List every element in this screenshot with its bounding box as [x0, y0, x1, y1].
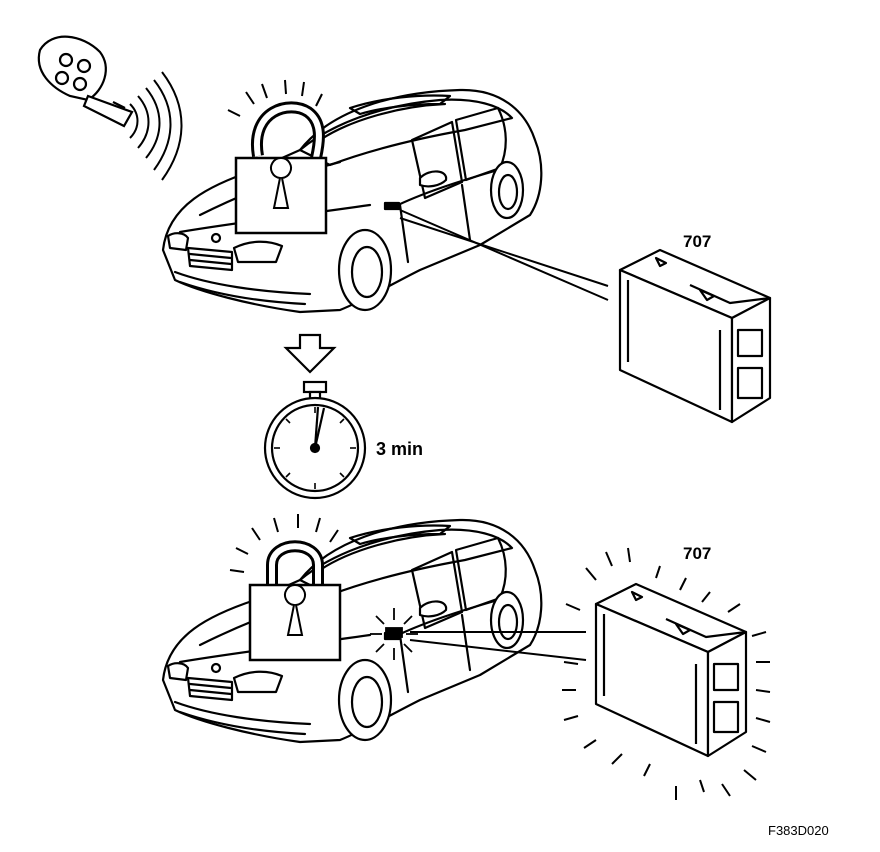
car-unlocked: [161, 88, 543, 314]
module-flash-rays: [562, 547, 771, 800]
leader-line-bottom: [409, 631, 587, 661]
module-label-bottom: 707: [683, 544, 712, 563]
down-arrow-icon: [283, 333, 337, 374]
control-module-bottom: [594, 582, 748, 758]
stopwatch-icon: [263, 380, 367, 500]
unlock-rays: [227, 79, 323, 117]
signal-waves: [129, 71, 183, 181]
timer-label: 3 min: [376, 439, 424, 459]
leader-line-top: [399, 209, 609, 301]
module-label-top: 707: [683, 232, 712, 251]
unlocked-padlock-icon: [234, 101, 328, 235]
locked-padlock-icon: [248, 540, 342, 662]
remote-key-fob-icon: [37, 35, 134, 128]
lock-rays: [229, 514, 339, 573]
figure-id: F383D020: [768, 823, 829, 838]
control-module-top: [618, 248, 772, 424]
flashing-indicator: [370, 608, 418, 660]
car-locked: [161, 518, 543, 744]
